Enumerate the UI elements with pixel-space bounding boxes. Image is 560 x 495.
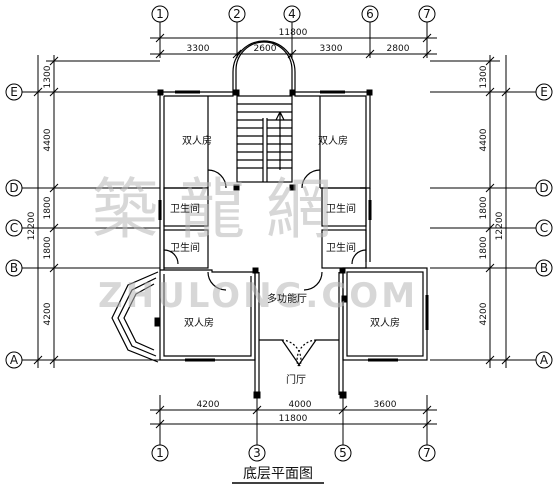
right-axis-label-b: B [540, 261, 548, 275]
left-dimension-lines [33, 55, 160, 368]
top-dimension-4: 2800 [387, 44, 410, 54]
building-walls [111, 40, 429, 395]
bottom-axis-label-3: 5 [339, 446, 347, 460]
top-dimension-lines [150, 33, 437, 59]
watermark-latin: ZHULONG.COM [98, 276, 418, 316]
bottom-total-dimension: 11800 [279, 414, 308, 424]
room-label-bath-4: 卫生间 [326, 241, 356, 254]
left-total-dimension: 12200 [27, 211, 37, 240]
top-dimension-3: 3300 [320, 44, 343, 54]
left-dimension-4: 1800 [43, 236, 53, 259]
left-axis-bubbles [5, 83, 160, 369]
top-axis-label-3: 4 [288, 7, 296, 21]
left-dimension-1: 1300 [43, 65, 53, 88]
right-dimension-2: 4400 [479, 128, 489, 151]
top-dimension-2: 2600 [254, 44, 277, 54]
right-dimension-4: 1800 [479, 236, 489, 259]
structural-columns [154, 89, 373, 399]
right-axis-label-c: C [540, 221, 548, 235]
drawing-title: 底层平面图 [243, 466, 313, 482]
right-dimension-3: 1800 [479, 196, 489, 219]
room-label-hall: 多功能厅 [267, 292, 307, 305]
room-label-bedroom-se: 双人房 [370, 316, 400, 329]
room-label-bedroom-nw: 双人房 [182, 134, 212, 147]
room-label-bedroom-ne: 双人房 [318, 134, 348, 147]
left-axis-label-c: C [10, 221, 18, 235]
room-label-bath-2: 卫生间 [326, 202, 356, 215]
bottom-axis-label-2: 3 [253, 446, 261, 460]
left-axis-label-b: B [10, 261, 18, 275]
right-total-dimension: 12200 [495, 211, 505, 240]
top-total-dimension: 11800 [279, 28, 308, 38]
left-axis-label-d: D [9, 181, 18, 195]
top-axis-label-1: 1 [156, 7, 164, 21]
top-axis-bubbles [151, 5, 436, 58]
top-axis-label-5: 7 [423, 7, 431, 21]
watermark-chinese: 築 龍 網 [92, 171, 332, 248]
room-label-bath-3: 卫生间 [170, 241, 200, 254]
right-dimension-1: 1300 [479, 65, 489, 88]
room-label-foyer: 门厅 [286, 373, 306, 386]
bottom-axis-label-4: 7 [423, 446, 431, 460]
right-axis-label-d: D [539, 181, 548, 195]
right-axis-bubbles [430, 83, 553, 369]
left-axis-label-a: A [10, 353, 19, 367]
left-axis-label-e: E [10, 85, 18, 99]
bottom-axis-bubbles [151, 444, 436, 462]
room-label-bath-1: 卫生间 [170, 202, 200, 215]
top-axis-label-2: 2 [233, 7, 241, 21]
bottom-dimension-3: 3600 [374, 400, 397, 410]
bottom-dimension-1: 4200 [197, 400, 220, 410]
top-dimension-1: 3300 [187, 44, 210, 54]
right-axis-label-a: A [540, 353, 549, 367]
right-dimension-5: 4200 [479, 302, 489, 325]
left-dimension-3: 1800 [43, 196, 53, 219]
bottom-axis-label-1: 1 [156, 446, 164, 460]
left-dimension-2: 4400 [43, 128, 53, 151]
bottom-dimension-lines [150, 395, 437, 445]
right-dimension-lines [430, 55, 511, 368]
room-label-bedroom-sw: 双人房 [184, 316, 214, 329]
left-dimension-5: 4200 [43, 302, 53, 325]
bottom-dimension-2: 4000 [289, 400, 312, 410]
top-axis-label-4: 6 [366, 7, 374, 21]
right-axis-label-e: E [540, 85, 548, 99]
